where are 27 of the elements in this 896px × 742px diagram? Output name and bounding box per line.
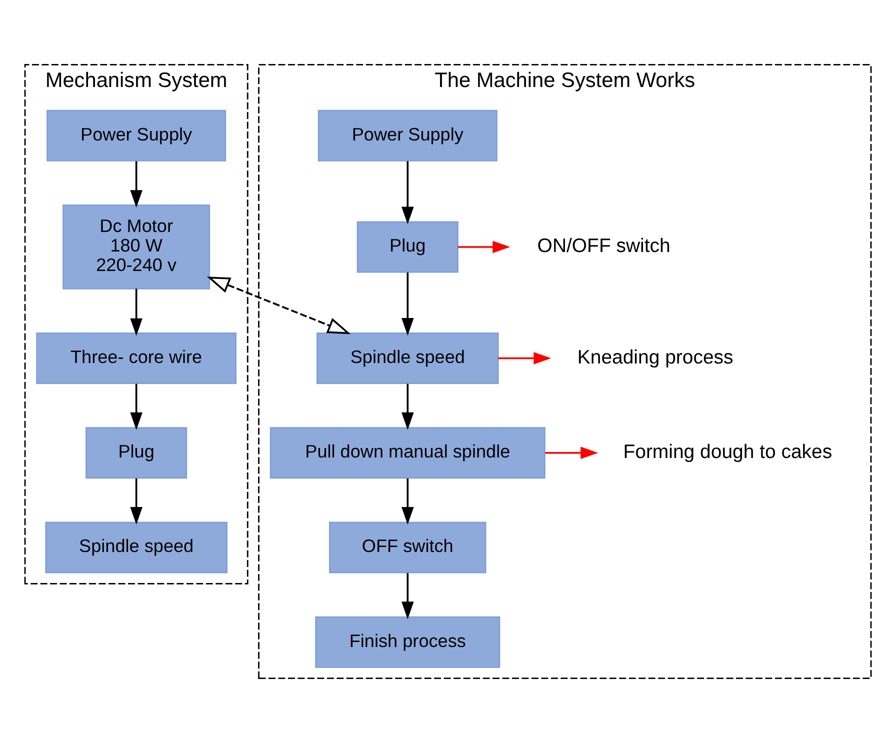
arrow [130,160,142,208]
node-box: Plug [86,426,188,478]
node-box: Power Supply [46,109,226,161]
node-box: Pull down manual spindle [270,426,546,478]
node-box: Finish process [315,616,500,668]
node-text: Forming dough to cakes [623,440,832,463]
node-box: OFF switch [329,521,486,573]
node-text: Kneading process [577,346,734,368]
arrow [402,478,414,524]
arrow [545,446,598,459]
node-box: Spindle speed [316,332,499,384]
arrow [402,383,414,430]
node-text: ON/OFF switch [537,234,670,257]
node-box: Dc Motor 180 W 220-240 v [62,204,210,289]
node-box: Plug [356,220,458,272]
arrow [458,240,510,253]
node-box: Three- core wire [36,332,236,384]
arrow [402,572,414,619]
arrow [130,478,142,524]
arrow [130,383,142,430]
arrow [498,352,552,364]
arrow [402,160,414,224]
arrow [402,272,414,336]
node-box: Spindle speed [45,521,228,573]
arrow [130,288,142,336]
arrow [206,276,351,334]
node-box: Power Supply [318,109,498,161]
